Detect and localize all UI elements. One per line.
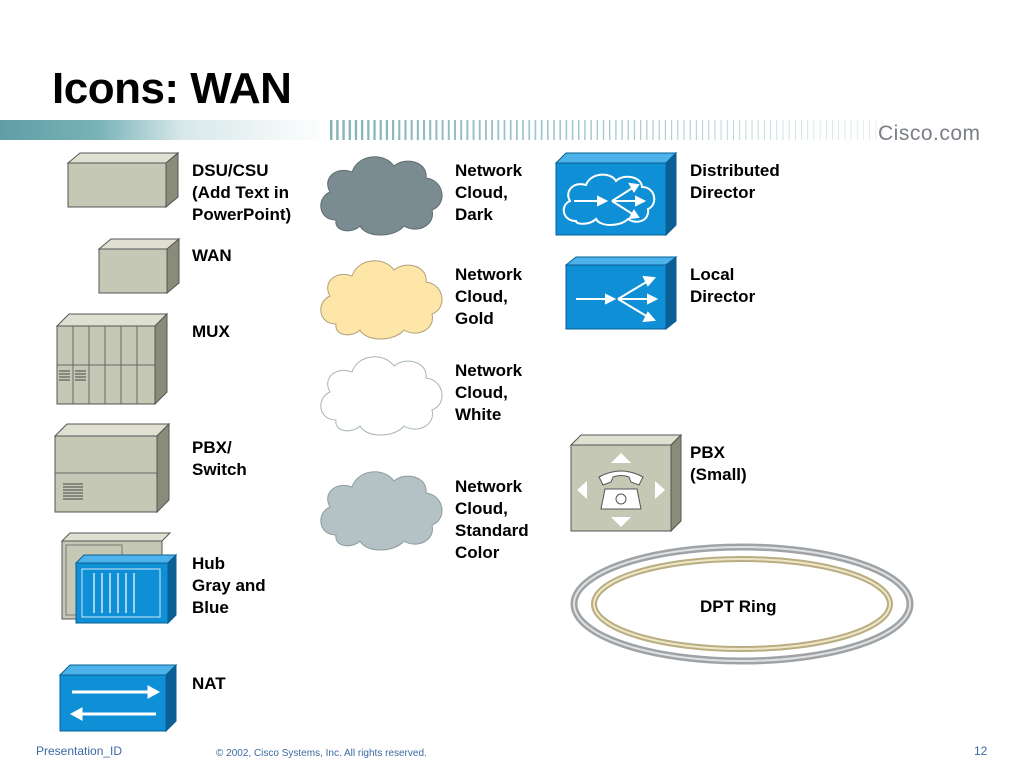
mux-icon [55,312,169,406]
mux-label: MUX [192,322,230,341]
pbx-switch-icon [53,422,171,514]
nat-label: NAT [192,674,226,693]
cloud-dark-label: Network Cloud, Dark [455,161,523,224]
cloud-dark-icon [320,156,443,236]
pbx-switch-label: PBX/ Switch [192,438,247,479]
distributed-director-label: Distributed Director [690,161,780,202]
page-number: 12 [974,744,988,758]
dpt-ring-label: DPT Ring [700,597,777,616]
dsu-csu-label: DSU/CSU (Add Text in PowerPoint) [192,161,292,224]
pbx-small-label: PBX (Small) [690,443,747,484]
hub-icon [60,532,178,625]
dsu-csu-icon [66,151,180,209]
distributed-director-icon [554,151,678,237]
presentation-id: Presentation_ID [36,744,123,758]
wan-icon [97,237,181,295]
nat-icon [58,663,178,733]
local-director-label: Local Director [690,265,756,306]
hub-label: Hub Gray and Blue [192,554,266,617]
cloud-white-icon [320,356,443,436]
dpt-ring-icon [570,543,914,665]
cloud-standard-icon [320,471,443,551]
cloud-gold-label: Network Cloud, Gold [455,265,523,328]
wan-label: WAN [192,246,232,265]
header-band [0,120,883,140]
cloud-gold-icon [320,260,443,340]
cloud-white-label: Network Cloud, White [455,361,523,424]
cloud-standard-label: Network Cloud, Standard Color [455,477,529,562]
slide-title: Icons: WAN [52,64,292,113]
pbx-small-icon [569,433,683,533]
local-director-icon [564,255,678,331]
cisco-logo: Cisco.com [878,122,981,145]
copyright-text: © 2002, Cisco Systems, Inc. All rights r… [216,748,427,759]
